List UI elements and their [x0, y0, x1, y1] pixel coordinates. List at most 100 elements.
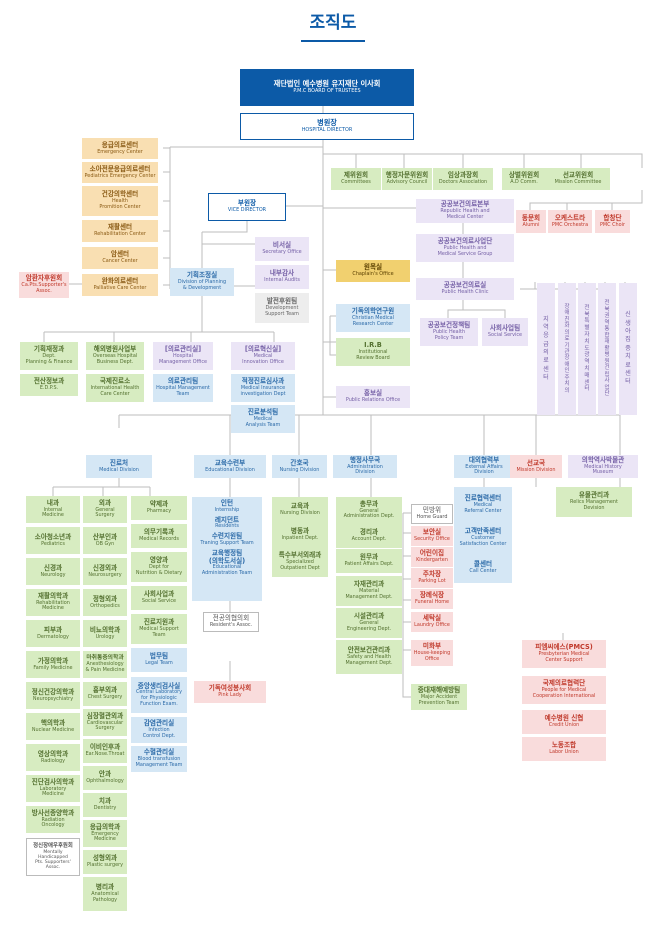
regional-emergency-center[interactable]: 지역응급의료센터: [537, 283, 555, 415]
training-support-team[interactable]: 수련지원팀: [211, 532, 243, 541]
disability-friendly-institution[interactable]: 장애친화의료기관장애인주치의: [558, 283, 576, 415]
hospital-management-office[interactable]: [의료관리실]Hospital Management Office: [153, 342, 213, 370]
dementia-center[interactable]: 전북특별자치도광역치매센터: [578, 283, 596, 415]
referral-center[interactable]: 진료협력센터: [464, 494, 502, 502]
call-center[interactable]: 콜센터: [473, 560, 493, 569]
medical-innovation-office[interactable]: [의료혁신실]Medical Innovation Office: [231, 342, 295, 370]
rehab-hospital-project[interactable]: 전북권역통합재활병원건립사업단: [598, 283, 616, 415]
customer-satisfaction-center[interactable]: 고객만족센터: [464, 527, 502, 536]
